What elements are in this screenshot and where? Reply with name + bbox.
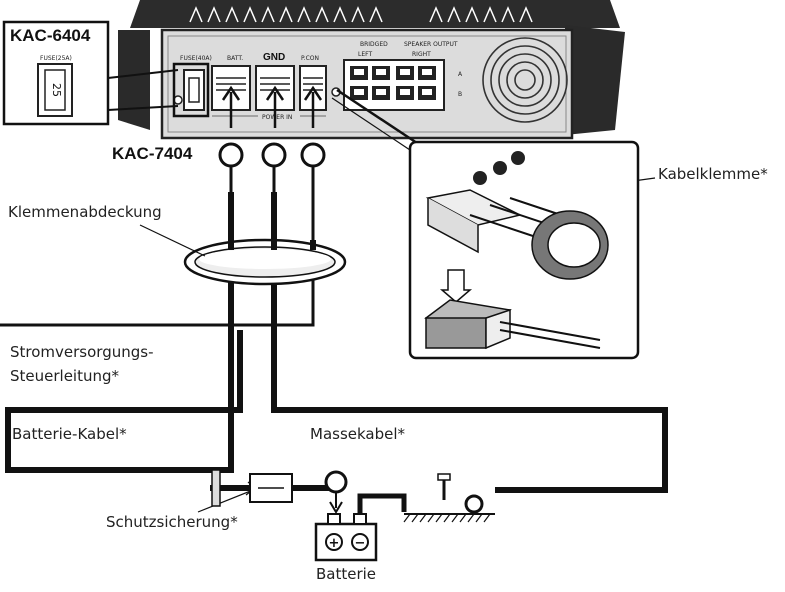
battery-positive-icon: + — [329, 536, 340, 551]
gnd-terminal-label: GND — [263, 52, 285, 63]
inset-fuse-value: 25 — [50, 83, 63, 97]
chassis-ground-icon — [403, 473, 495, 523]
pcon-terminal-label: P.CON — [301, 55, 319, 62]
right-label: RIGHT — [412, 51, 431, 58]
battery: + − — [314, 493, 407, 562]
fan-grille-icon — [482, 37, 568, 123]
terminal-cover-label: Klemmenabdeckung — [8, 203, 162, 221]
left-label: LEFT — [358, 51, 372, 58]
battery-cable-label: Batterie-Kabel* — [12, 425, 127, 443]
power-in-label: POWER IN — [262, 114, 292, 121]
power-control-line-label-1: Stromversorgungs- — [10, 343, 154, 361]
protection-fuse — [210, 469, 348, 514]
inset-fuse-label: FUSE(25A) — [40, 55, 72, 62]
model-kac-6404: KAC-6404 — [10, 26, 91, 45]
ground-cable-label: Massekabel* — [310, 425, 406, 443]
battery-negative-icon: − — [355, 536, 366, 551]
speaker-output-label: SPEAKER OUTPUT — [404, 41, 458, 48]
bridged-label: BRIDGED — [360, 41, 388, 48]
batt-terminal-label: BATT. — [227, 55, 243, 62]
kac-6404-inset: FUSE(25A) 25 — [2, 20, 210, 126]
output-a-label: A — [458, 71, 463, 78]
model-kac-7404: KAC-7404 — [112, 144, 193, 163]
amplifier: FUSE(40A) BATT. GND P.CON POWER IN BRIDG… — [118, 0, 625, 140]
protection-fuse-label: Schutzsicherung* — [106, 513, 238, 531]
terminal-cover — [183, 238, 347, 286]
cable-clamp-detail — [331, 88, 640, 360]
fuse-terminal-label: FUSE(40A) — [180, 55, 212, 62]
battery-label: Batterie — [316, 565, 377, 583]
cable-clamp-label: Kabelklemme* — [658, 165, 768, 183]
power-cables — [0, 85, 668, 493]
output-b-label: B — [458, 91, 462, 98]
power-control-line-label-2: Steuerleitung* — [10, 367, 120, 385]
